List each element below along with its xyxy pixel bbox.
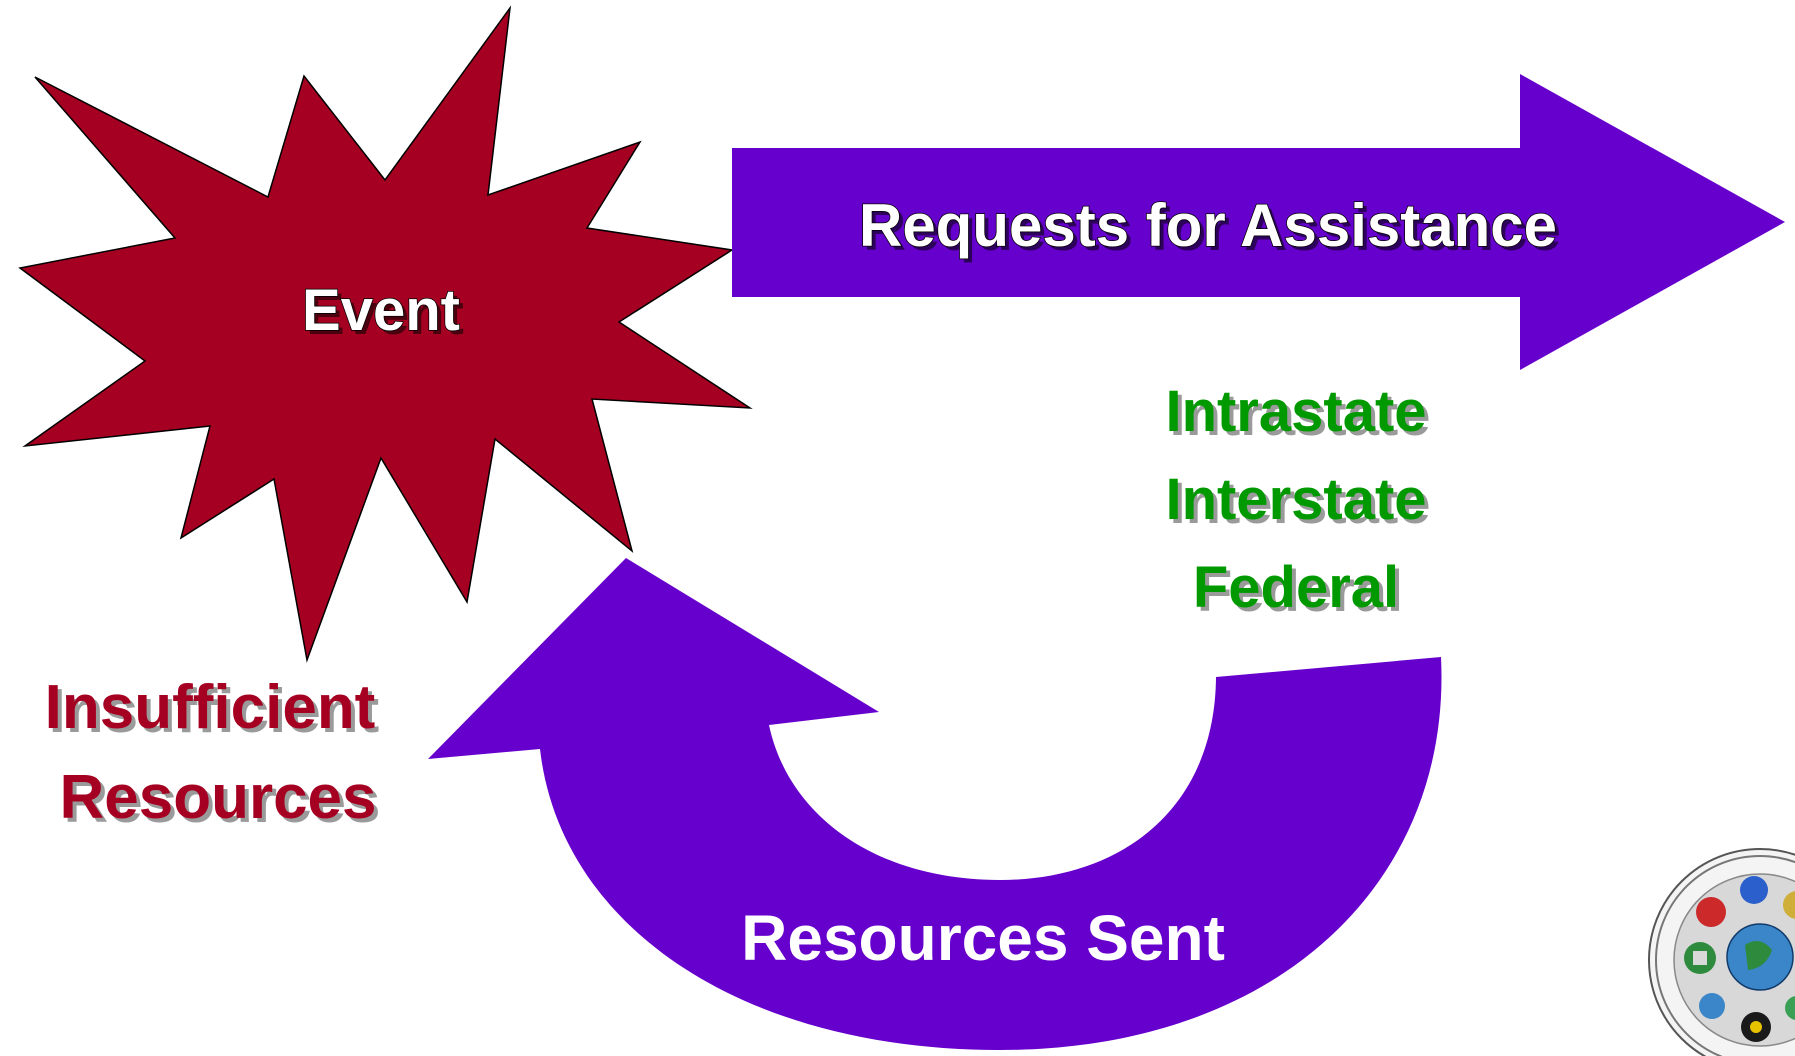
requests-label-shadow: Requests for Assistance bbox=[863, 196, 1561, 263]
event-label-shadow: Event bbox=[306, 282, 464, 347]
level-interstate: Interstate bbox=[1165, 467, 1426, 532]
insufficient-line2-shadow: Resources bbox=[63, 767, 380, 836]
level-federal-shadow: Federal bbox=[1197, 559, 1403, 624]
requests-arrow bbox=[732, 74, 1785, 370]
event-label: Event bbox=[302, 278, 460, 343]
insufficient-line1: Insufficient bbox=[45, 673, 376, 742]
insufficient-line2: Resources bbox=[59, 763, 376, 832]
resources-sent-curved-arrow bbox=[428, 558, 1442, 1050]
level-intrastate: Intrastate bbox=[1165, 379, 1426, 444]
level-interstate-shadow: Interstate bbox=[1169, 471, 1430, 536]
level-intrastate-shadow: Intrastate bbox=[1169, 383, 1430, 448]
requests-label: Requests for Assistance bbox=[859, 192, 1557, 259]
insufficient-line1-shadow: Insufficient bbox=[49, 677, 380, 746]
resources-sent-label: Resources Sent bbox=[741, 902, 1225, 974]
department-seal-icon bbox=[1648, 848, 1795, 1056]
level-federal: Federal bbox=[1193, 555, 1399, 620]
